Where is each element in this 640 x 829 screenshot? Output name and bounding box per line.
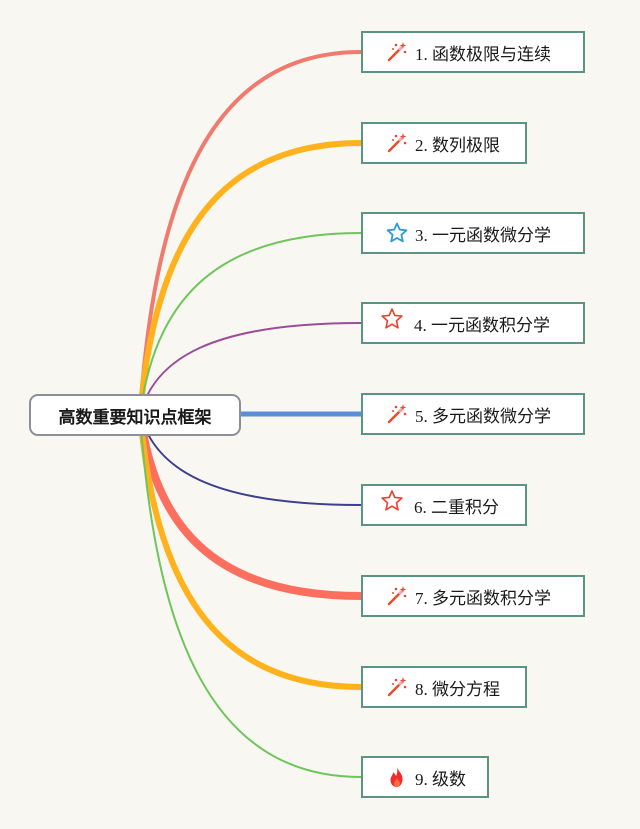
connector-line-8 [137, 411, 364, 690]
branch-topic-3-label: 3. 一元函数微分学 [415, 225, 551, 245]
magic-wand-icon [385, 40, 409, 64]
connector-line-9 [139, 413, 362, 778]
branch-topic-6[interactable]: 6. 二重积分 [361, 484, 527, 526]
branch-topic-9-label: 9. 级数 [415, 769, 466, 789]
star-outline-red-icon [380, 489, 412, 521]
branch-topic-7-label: 7. 多元函数积分学 [415, 588, 551, 608]
connector-line-1 [138, 50, 363, 416]
branch-topic-8-label: 8. 微分方程 [415, 679, 500, 699]
magic-wand-icon [385, 402, 409, 426]
branch-topic-2[interactable]: 2. 数列极限 [361, 122, 527, 164]
branch-topic-1-label: 1. 函数极限与连续 [415, 44, 551, 64]
branch-topic-5-label: 5. 多元函数微分学 [415, 406, 551, 426]
branch-topic-2-label: 2. 数列极限 [415, 135, 500, 155]
branch-topic-7[interactable]: 7. 多元函数积分学 [361, 575, 585, 617]
branch-topic-9[interactable]: 9. 级数 [361, 756, 489, 798]
branch-topic-1[interactable]: 1. 函数极限与连续 [361, 31, 585, 73]
branch-topic-8[interactable]: 8. 微分方程 [361, 666, 527, 708]
root-topic-label: 高数重要知识点框架 [58, 407, 212, 428]
connector-line-2 [137, 140, 364, 417]
branch-topic-4[interactable]: 4. 一元函数积分学 [361, 302, 585, 344]
branch-topic-4-label: 4. 一元函数积分学 [414, 315, 550, 335]
branch-topic-6-label: 6. 二重积分 [414, 497, 499, 517]
connector-line-7 [136, 410, 365, 600]
root-topic[interactable]: 高数重要知识点框架 [29, 394, 241, 436]
magic-wand-icon [385, 675, 409, 699]
star-outline-blue-icon [385, 221, 409, 245]
star-outline-red-icon [380, 307, 412, 339]
magic-wand-icon [385, 584, 409, 608]
magic-wand-icon [385, 131, 409, 155]
connector-line-3 [139, 232, 362, 415]
fire-icon [385, 765, 409, 789]
branch-topic-5[interactable]: 5. 多元函数微分学 [361, 393, 585, 435]
branch-topic-3[interactable]: 3. 一元函数微分学 [361, 212, 585, 254]
